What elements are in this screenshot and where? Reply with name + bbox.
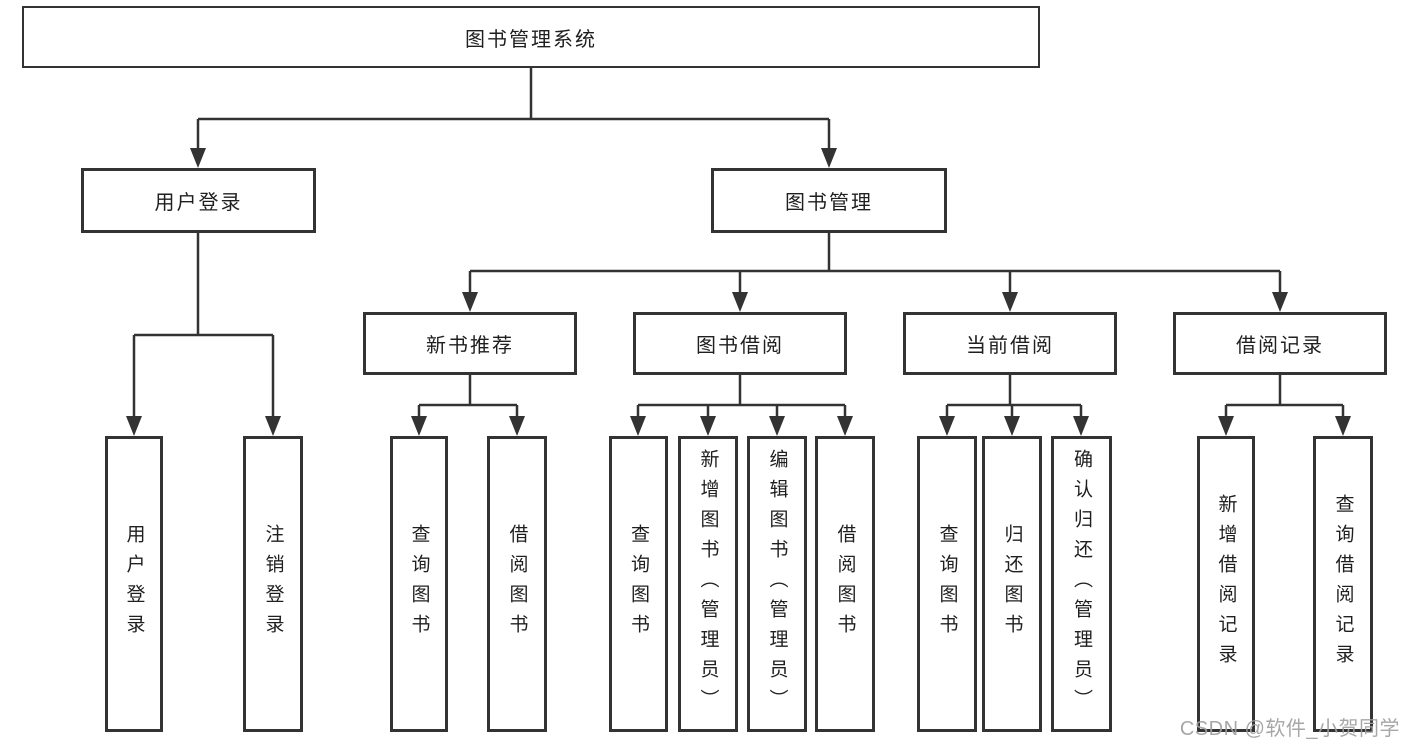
leaf-label: 查询图书: [628, 524, 649, 644]
leaf-borrow-books-recommend: 借阅图书: [487, 436, 547, 732]
leaf-label: 借阅图书: [834, 524, 856, 644]
leaf-label: 新增图书（管理员）: [697, 449, 719, 719]
leaf-label: 查询图书: [408, 524, 430, 644]
node-borrowing-records: 借阅记录: [1173, 312, 1387, 375]
node-label: 图书管理: [785, 192, 873, 214]
node-new-book-recommendation: 新书推荐: [363, 312, 577, 375]
node-label: 借阅记录: [1236, 335, 1324, 357]
leaf-add-borrow-record: 新增借阅记录: [1197, 436, 1255, 732]
leaf-label: 编辑图书（管理员）: [766, 449, 788, 719]
leaf-borrow-books-borrowing: 借阅图书: [815, 436, 875, 732]
node-current-borrowing: 当前借阅: [903, 312, 1117, 375]
leaf-user-login: 用户登录: [105, 436, 163, 732]
leaf-label: 注销登录: [262, 524, 284, 644]
leaf-label: 归还图书: [1001, 524, 1023, 644]
node-book-borrowing: 图书借阅: [633, 312, 847, 375]
node-user-login: 用户登录: [81, 168, 316, 233]
node-label: 用户登录: [154, 192, 243, 214]
node-library-management-system: 图书管理系统: [22, 6, 1040, 68]
leaf-label: 查询借阅记录: [1332, 494, 1354, 674]
leaf-label: 新增借阅记录: [1215, 494, 1237, 674]
leaf-edit-books-admin: 编辑图书（管理员）: [747, 436, 807, 732]
node-label: 当前借阅: [966, 335, 1054, 357]
leaf-return-books: 归还图书: [982, 436, 1042, 732]
leaf-add-books-admin: 新增图书（管理员）: [678, 436, 738, 732]
node-label: 图书借阅: [696, 335, 784, 357]
watermark: CSDN @软件_小贺同学: [1179, 718, 1400, 740]
leaf-query-books-current: 查询图书: [917, 436, 977, 732]
node-book-management: 图书管理: [711, 168, 947, 233]
leaf-query-borrow-record: 查询借阅记录: [1313, 436, 1373, 732]
leaf-label: 确认归还（管理员）: [1071, 449, 1092, 719]
leaf-label: 借阅图书: [506, 524, 528, 644]
node-label: 新书推荐: [426, 335, 514, 357]
leaf-query-books-recommend: 查询图书: [390, 436, 448, 732]
node-label: 图书管理系统: [465, 28, 597, 51]
leaf-confirm-return-admin: 确认归还（管理员）: [1051, 436, 1112, 732]
leaf-label: 用户登录: [123, 524, 145, 644]
leaf-logout-login: 注销登录: [243, 436, 303, 732]
leaf-label: 查询图书: [936, 524, 958, 644]
leaf-query-books-borrowing: 查询图书: [609, 436, 668, 732]
